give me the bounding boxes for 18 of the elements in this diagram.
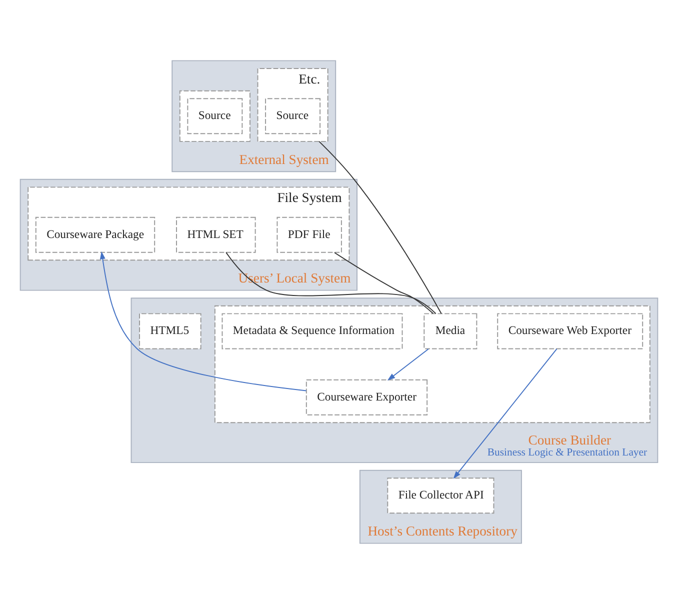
connector bbox=[318, 140, 442, 314]
node-box: Courseware Package bbox=[35, 216, 156, 253]
node-box: HTML5 bbox=[139, 313, 202, 350]
arrow bbox=[100, 251, 307, 392]
connector bbox=[334, 252, 434, 314]
arrow bbox=[453, 348, 558, 479]
node-box: PDF File bbox=[276, 216, 342, 253]
cluster bbox=[179, 90, 250, 142]
node-box: HTML SET bbox=[176, 216, 256, 253]
cluster bbox=[214, 305, 650, 424]
node-box: Media bbox=[424, 313, 478, 350]
node-box: Metadata & Sequence Information bbox=[222, 313, 403, 350]
node-box: Courseware Exporter bbox=[306, 379, 428, 416]
node-box: Source bbox=[187, 98, 243, 134]
arrow bbox=[387, 348, 429, 381]
node-box: File Collector API bbox=[387, 478, 494, 514]
node-box: Source bbox=[265, 98, 321, 134]
node-box: Courseware Web Exporter bbox=[497, 313, 644, 350]
